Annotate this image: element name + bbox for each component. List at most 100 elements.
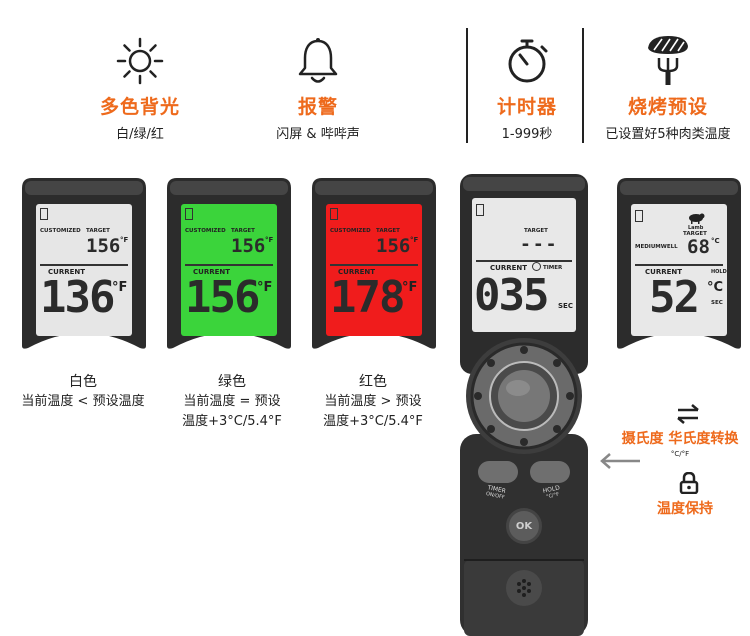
feature-bbq-presets: 烧烤预设 已设置好5种肉类温度: [586, 34, 750, 142]
caption-line: 温度+3°C/5.4°F: [182, 414, 282, 429]
caption-green: 绿色 当前温度 = 预设 温度+3°C/5.4°F: [157, 372, 307, 432]
side-feature-sub: °C/°F: [670, 450, 690, 458]
lcd-display: CUSTOMIZED TARGET 156 °F CURRENT 156 °F: [181, 204, 277, 336]
timer-icon: [532, 262, 541, 271]
target-label: TARGET: [86, 228, 110, 234]
target-unit: °F: [120, 236, 129, 244]
current-value: 156: [185, 272, 260, 323]
thermometer-screen-red: CUSTOMIZED TARGET 156 °F CURRENT 178 °F: [312, 178, 436, 358]
timer-label: TIMER: [543, 265, 563, 271]
feature-subtitle: 1-999秒: [501, 127, 553, 142]
feature-title: 报警: [297, 96, 338, 118]
thermometer-screen-green: CUSTOMIZED TARGET 156 °F CURRENT 156 °F: [167, 178, 291, 358]
bell-icon: [258, 34, 378, 86]
lcd-display: CUSTOMIZED TARGET 156 °F CURRENT 178 °F: [326, 204, 422, 336]
speaker-grille: [506, 570, 542, 606]
arrow-left-icon: [598, 452, 642, 474]
current-label: CURRENT: [48, 268, 86, 276]
current-label: CURRENT: [338, 268, 376, 276]
current-value: 52: [649, 272, 700, 323]
side-feature-temp-hold: 温度保持: [657, 501, 713, 517]
battery-icon: [185, 208, 193, 220]
lcd-display-timer: TARGET --- CURRENT TIMER 035 SEC: [472, 198, 576, 332]
current-value: 035: [474, 270, 549, 321]
side-feature-title: 摄氏度 华氏度转换: [621, 431, 739, 447]
battery-icon: [476, 204, 484, 216]
hold-label: HOLD: [711, 269, 727, 275]
battery-icon: [635, 210, 643, 222]
stopwatch-icon: [472, 34, 582, 86]
lcd-display: CUSTOMIZED TARGET 156 °F CURRENT 136 °F: [36, 204, 132, 336]
swap-arrows-icon: [676, 404, 700, 428]
timer-button[interactable]: [478, 461, 518, 483]
current-value: 178: [330, 272, 405, 323]
caption-line: 当前温度 > 预设: [324, 394, 422, 409]
target-label: TARGET: [231, 228, 255, 234]
battery-icon: [330, 208, 338, 220]
battery-icon: [40, 208, 48, 220]
current-label: CURRENT: [645, 268, 683, 276]
feature-subtitle: 已设置好5种肉类温度: [605, 127, 731, 142]
target-unit: °F: [410, 236, 419, 244]
sun-icon: [80, 34, 200, 86]
current-unit: °F: [402, 280, 418, 295]
doneness-label: MEDIUMWELL: [635, 244, 678, 250]
grill-fork-icon: [586, 34, 750, 86]
mode-label: CUSTOMIZED: [40, 228, 81, 234]
target-value: ---: [520, 234, 559, 255]
lock-icon: [679, 471, 699, 498]
current-unit: °F: [112, 280, 128, 295]
target-unit: °C: [711, 237, 720, 245]
divider: [40, 264, 128, 266]
rotary-dial[interactable]: [464, 334, 584, 458]
caption-line: 当前温度 = 预设: [183, 394, 281, 409]
feature-timer: 计时器 1-999秒: [472, 34, 582, 142]
ok-button[interactable]: OK: [506, 508, 542, 544]
hold-button[interactable]: [530, 461, 570, 483]
divider-line: [466, 28, 468, 143]
feature-title: 烧烤预设: [627, 96, 708, 118]
caption-line: 当前温度 < 预设温度: [21, 394, 145, 409]
caption-white: 白色 当前温度 < 预设温度: [8, 372, 158, 412]
lcd-display: Lamb TARGET MEDIUMWELL 68 °C CURRENT HOL…: [631, 204, 727, 336]
divider: [185, 264, 273, 266]
current-unit: °F: [257, 280, 273, 295]
feature-subtitle: 白/绿/红: [116, 127, 164, 142]
target-label: TARGET: [376, 228, 400, 234]
mode-label: CUSTOMIZED: [185, 228, 226, 234]
divider-line: [582, 28, 584, 143]
lamb-icon: [689, 213, 705, 224]
divider: [476, 260, 572, 262]
divider: [635, 264, 723, 266]
meat-label: Lamb: [688, 225, 704, 231]
caption-title: 红色: [359, 374, 387, 390]
target-value: 156: [376, 235, 411, 257]
sec-label: SEC: [711, 300, 723, 306]
caption-red: 红色 当前温度 > 预设 温度+3°C/5.4°F: [298, 372, 448, 432]
caption-title: 白色: [69, 374, 97, 390]
mode-label: CUSTOMIZED: [330, 228, 371, 234]
target-unit: °F: [265, 236, 274, 244]
feature-subtitle: 闪屏 & 哔哔声: [276, 127, 360, 142]
target-value: 68: [687, 236, 710, 258]
thermometer-screen-white: CUSTOMIZED TARGET 156 °F CURRENT 136 °F: [22, 178, 146, 358]
feature-title: 计时器: [496, 96, 557, 118]
thermometer-device: TARGET --- CURRENT TIMER 035 SEC TIMER O…: [458, 174, 590, 636]
divider: [330, 264, 418, 266]
feature-title: 多色背光: [99, 96, 180, 118]
target-label: TARGET: [683, 231, 707, 237]
target-label: TARGET: [524, 228, 548, 234]
caption-line: 温度+3°C/5.4°F: [323, 414, 423, 429]
current-label: CURRENT: [193, 268, 231, 276]
speaker-holes: [517, 579, 531, 597]
current-value: 136: [40, 272, 115, 323]
current-unit: °C: [707, 280, 724, 295]
caption-title: 绿色: [218, 374, 246, 390]
feature-backlight: 多色背光 白/绿/红: [80, 34, 200, 142]
target-value: 156: [86, 235, 121, 257]
thermometer-screen-preset: Lamb TARGET MEDIUMWELL 68 °C CURRENT HOL…: [617, 178, 741, 358]
side-feature-unit-switch: 摄氏度 华氏度转换 °C/°F: [610, 428, 750, 458]
target-value: 156: [231, 235, 266, 257]
current-unit: SEC: [558, 302, 573, 310]
current-label: CURRENT: [490, 264, 528, 272]
